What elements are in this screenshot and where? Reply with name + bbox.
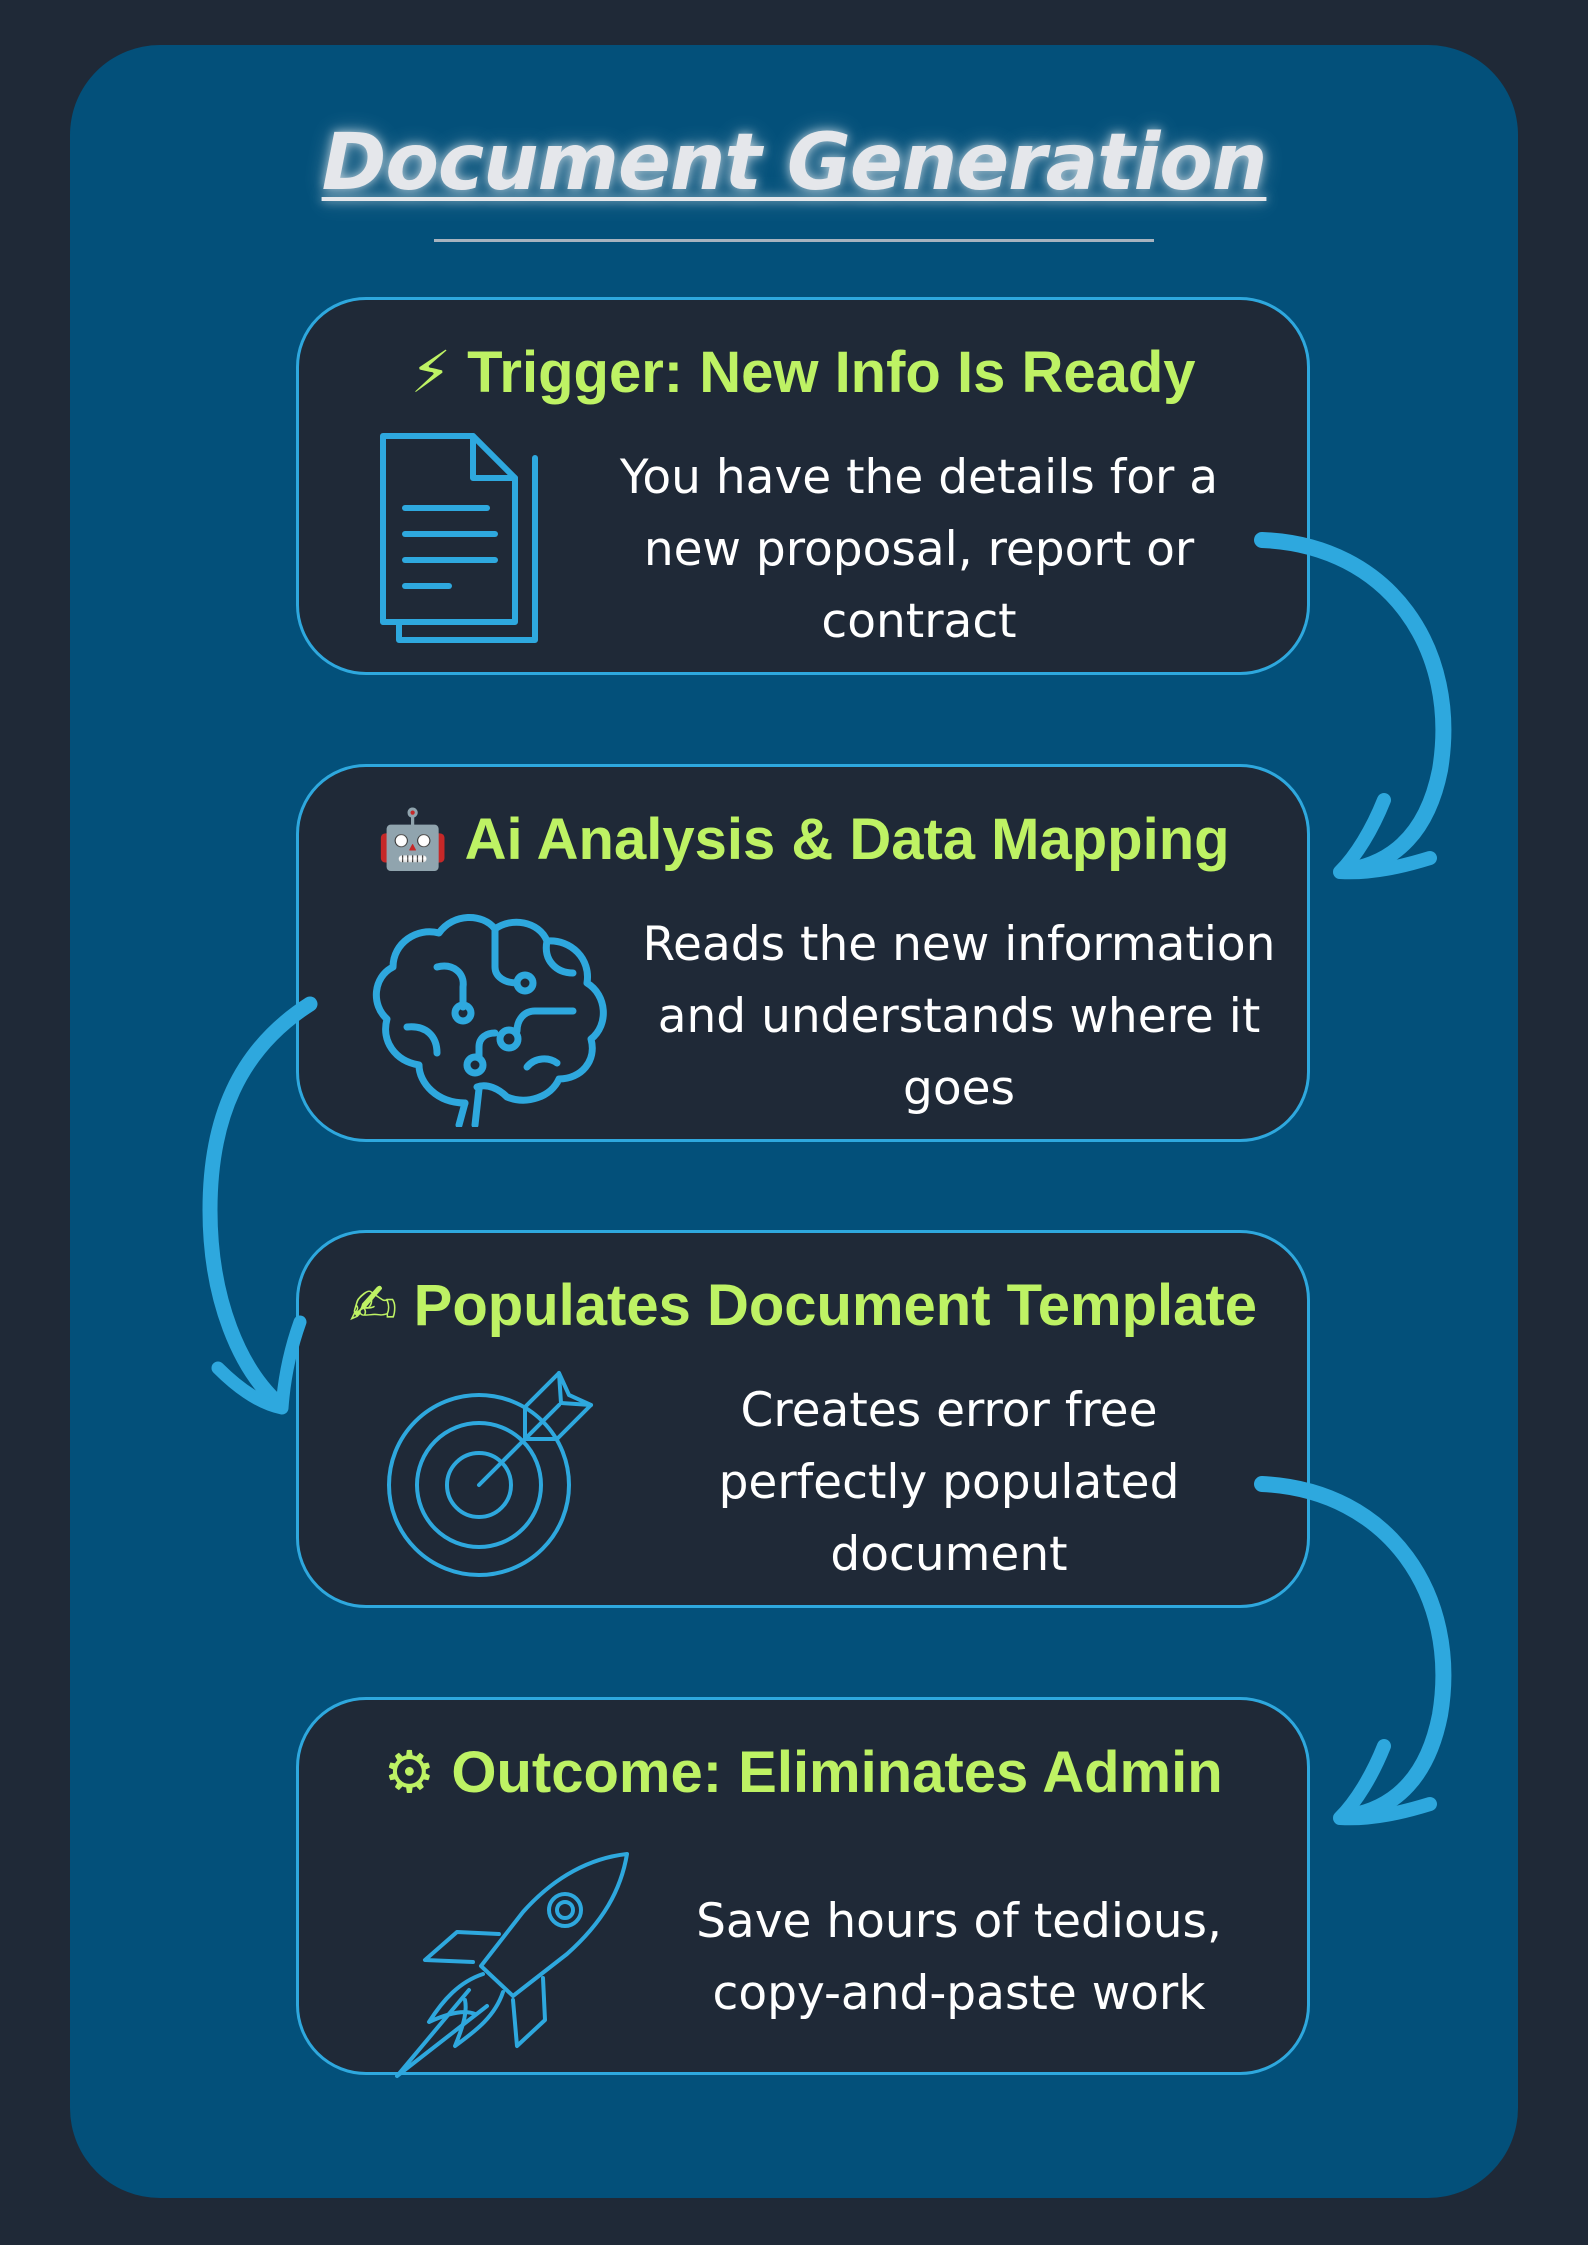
step-card-populates-template: ✍Populates Document Template Creates err… bbox=[296, 1230, 1310, 1608]
step-title: 🤖Ai Analysis & Data Mapping bbox=[299, 805, 1307, 874]
brain-circuit-icon bbox=[372, 914, 607, 1127]
step-title-text: Outcome: Eliminates Admin bbox=[451, 1740, 1223, 1805]
target-icon bbox=[387, 1371, 593, 1577]
step-description: You have the details for a new proposal,… bbox=[619, 450, 1219, 649]
page-title: Document Generation bbox=[321, 118, 1268, 208]
title-divider bbox=[434, 239, 1154, 242]
step-description: Creates error free perfectly populated d… bbox=[718, 1383, 1180, 1582]
robot-icon: 🤖 bbox=[376, 805, 449, 873]
step-card-trigger: ⚡Trigger: New Info Is Ready You have the… bbox=[296, 297, 1310, 675]
step-card-ai-analysis: 🤖Ai Analysis & Data Mapping Reads the ne… bbox=[296, 764, 1310, 1142]
lightning-icon: ⚡ bbox=[410, 338, 452, 406]
step-card-outcome: ⚙Outcome: Eliminates Admin Save hours of… bbox=[296, 1697, 1310, 2078]
rocket-icon bbox=[395, 1852, 629, 2078]
step-description: Reads the new information and understand… bbox=[642, 917, 1276, 1116]
step-title: ⚡Trigger: New Info Is Ready bbox=[299, 338, 1307, 406]
step-title-text: Populates Document Template bbox=[413, 1273, 1257, 1338]
writing-hand-icon: ✍ bbox=[349, 1271, 398, 1339]
document-icon bbox=[380, 433, 538, 643]
step-title: ✍Populates Document Template bbox=[299, 1271, 1307, 1339]
step-title-text: Trigger: New Info Is Ready bbox=[467, 340, 1196, 405]
gear-icon: ⚙ bbox=[383, 1738, 436, 1806]
step-title: ⚙Outcome: Eliminates Admin bbox=[299, 1738, 1307, 1806]
step-description: Save hours of tedious, copy-and-paste wo… bbox=[696, 1894, 1222, 2021]
step-title-text: Ai Analysis & Data Mapping bbox=[464, 807, 1230, 872]
